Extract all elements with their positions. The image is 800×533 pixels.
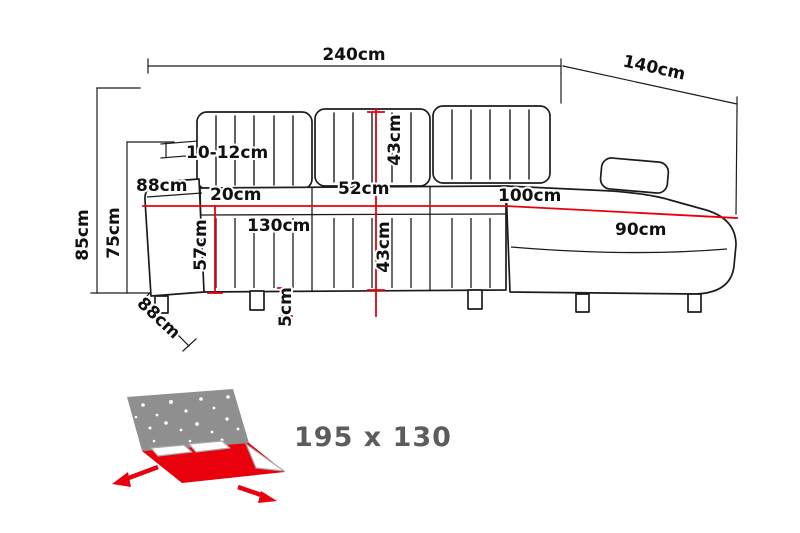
left-armrest — [144, 178, 205, 297]
dimension-lines — [90, 58, 738, 352]
headboard-stars — [134, 395, 240, 443]
dim-seat-depth: 52cm — [338, 179, 389, 199]
cushion-channel-lines-middle — [333, 112, 412, 183]
dim-total-width: 240cm — [322, 45, 385, 65]
dim-backrest-cushion-height: 43cm — [385, 114, 405, 165]
dim-backrest-thickness: 10-12cm — [186, 143, 268, 163]
bed-pillow-right — [188, 440, 231, 453]
dim-armrest-height: 75cm — [104, 207, 124, 258]
bed-size-label: 195 x 130 — [294, 422, 452, 453]
right-armrest — [599, 157, 670, 194]
seat-detail-lines — [200, 186, 507, 291]
bed-icon: 195 x 130 — [112, 389, 452, 503]
chaise-longue — [505, 185, 737, 295]
backrest-cushions — [196, 105, 551, 190]
measure-lines — [142, 108, 738, 317]
dim-leg-height: 5cm — [276, 287, 296, 327]
left-armrest-top-edge — [146, 192, 203, 198]
dim-armrest-width: 20cm — [210, 185, 261, 205]
dim-chaise-inner-length: 100cm — [498, 186, 561, 206]
bed-headboard — [127, 389, 249, 451]
bed-pillow-left — [150, 444, 193, 457]
dim-chaise-depth: 140cm — [621, 52, 687, 85]
dim-seat-width: 130cm — [247, 216, 310, 236]
dim-seat-height: 57cm — [191, 219, 211, 270]
bed-direction-arrows — [112, 464, 277, 503]
dim-front-cushion-height: 43cm — [374, 221, 394, 272]
sofa-outline — [144, 105, 737, 314]
cushion-channel-lines-right — [451, 109, 530, 180]
cushion-channel-lines-left — [215, 115, 294, 186]
dim-total-height: 85cm — [73, 209, 93, 260]
bed-blanket-fold — [245, 443, 285, 472]
dim-armrest-depth: 88cm — [136, 176, 187, 196]
sofa-legs — [154, 289, 702, 314]
dimension-labels: 240cm 140cm 85cm 75cm 10-12cm 88cm 20cm … — [71, 43, 689, 345]
dim-chaise-seat-width: 90cm — [615, 220, 666, 240]
chaise-cushion-seam — [510, 246, 728, 254]
